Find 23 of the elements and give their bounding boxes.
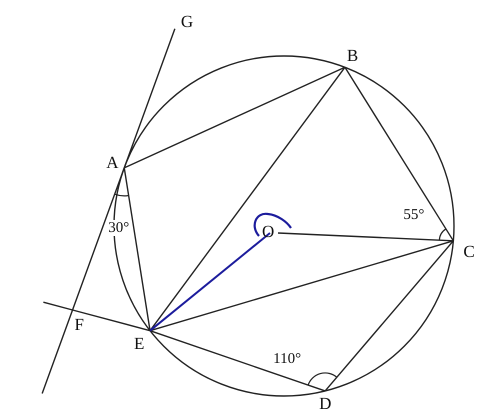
point-label: F xyxy=(74,316,84,334)
point-label: E xyxy=(134,334,144,353)
point-label: B xyxy=(346,47,358,66)
line-segment xyxy=(150,330,326,392)
line-segment xyxy=(43,302,73,311)
point-label: O xyxy=(262,223,274,241)
line-segment xyxy=(149,66,346,332)
line-segment xyxy=(344,66,454,242)
line-segment xyxy=(149,232,271,332)
point-label: A xyxy=(106,154,119,172)
line-segment xyxy=(72,309,150,332)
line-segment xyxy=(72,168,125,310)
line-segment xyxy=(42,310,74,394)
line-segment xyxy=(124,168,151,331)
point-label: C xyxy=(463,242,475,261)
point-label: D xyxy=(319,394,332,413)
line-segment xyxy=(278,232,454,242)
line-segment xyxy=(150,240,454,332)
line-segment xyxy=(124,66,346,168)
point-label: G xyxy=(180,12,194,31)
line-segment xyxy=(324,240,454,392)
line-segment xyxy=(124,28,176,168)
angle-label: 30° xyxy=(108,220,130,236)
